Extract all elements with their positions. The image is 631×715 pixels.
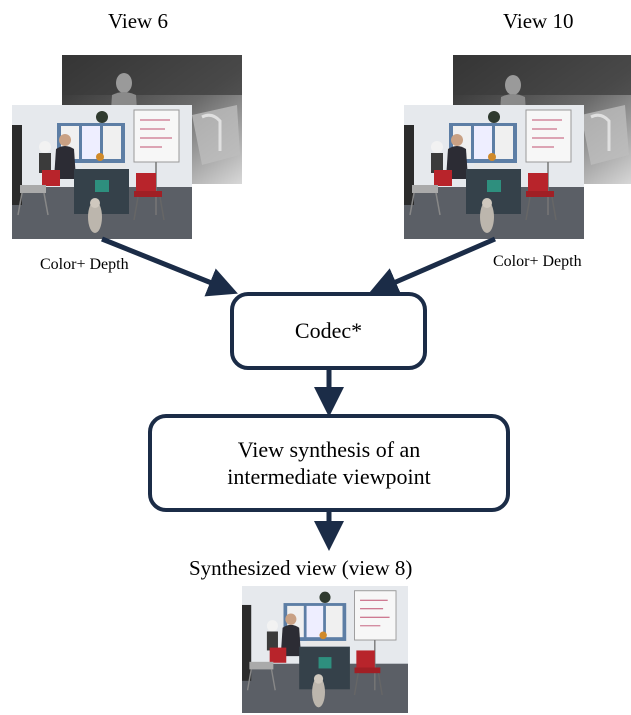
view-synthesis-box: View synthesis of an intermediate viewpo…: [148, 414, 510, 512]
view6-title: View 6: [108, 9, 168, 33]
synthesized-view-image: [242, 586, 408, 713]
view10-caption: Color+ Depth: [493, 253, 582, 270]
view10-title: View 10: [503, 9, 574, 33]
codec-label: Codec*: [294, 318, 363, 344]
arrow-left-to-codec: [101, 236, 238, 297]
view6-caption: Color+ Depth: [40, 256, 129, 273]
synthesized-view-title: Synthesized view (view 8): [189, 556, 413, 580]
synthesis-line2: intermediate viewpoint: [227, 464, 431, 489]
synthesis-line1: View synthesis of an: [237, 436, 421, 462]
codec-box: Codec*: [230, 292, 427, 370]
arrow-right-to-codec: [368, 236, 496, 296]
view6-color-image: [12, 105, 192, 239]
view10-color-image: [404, 105, 584, 239]
